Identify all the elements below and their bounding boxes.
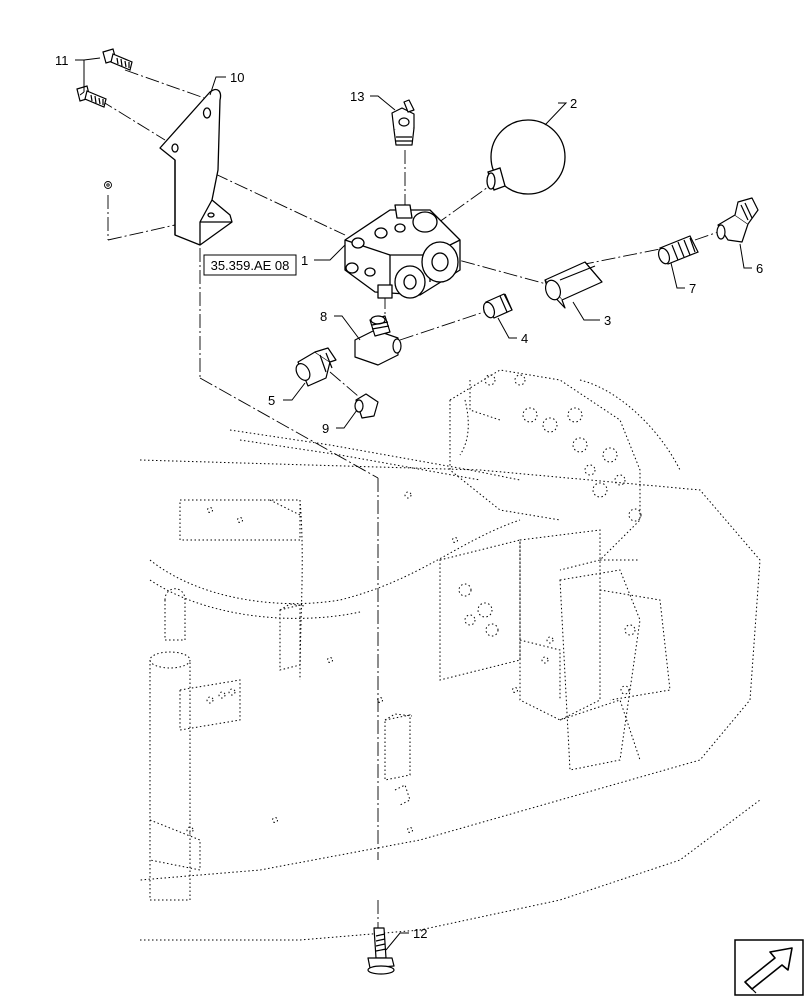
callout-3: 3 <box>604 313 611 328</box>
elbow-fitting-left <box>295 347 337 387</box>
cross-reference-label: 35.359.AE 08 <box>211 258 290 273</box>
page-turn-arrow-icon[interactable] <box>734 939 804 996</box>
machine-frame-phantom <box>139 369 761 941</box>
callout-9: 9 <box>322 421 329 436</box>
elbow-fitting-right <box>716 197 759 243</box>
callout-labels: 1 2 3 4 5 6 7 8 9 10 11 12 13 <box>55 53 763 941</box>
callout-11: 11 <box>55 53 69 68</box>
callout-6: 6 <box>756 261 763 276</box>
callout-10: 10 <box>230 70 244 85</box>
tee-fitting <box>354 315 402 366</box>
elbow-fitting-top <box>391 99 415 146</box>
callout-13: 13 <box>350 89 364 104</box>
cap-plug <box>354 393 379 419</box>
washer-small <box>104 181 112 189</box>
callout-1: 1 <box>301 253 308 268</box>
hex-adapter-tube <box>544 261 603 309</box>
cross-reference-box[interactable]: 35.359.AE 08 <box>203 254 297 276</box>
callout-2: 2 <box>570 96 577 111</box>
callout-8: 8 <box>320 309 327 324</box>
bolt-lower <box>76 85 107 108</box>
callout-leaders <box>75 57 752 951</box>
mounting-bracket <box>159 88 233 246</box>
threaded-nipple <box>657 235 699 265</box>
bolt-bottom <box>367 927 395 975</box>
callout-7: 7 <box>689 281 696 296</box>
callout-5: 5 <box>268 393 275 408</box>
callout-4: 4 <box>521 331 528 346</box>
solenoid-valve-block <box>344 204 461 299</box>
accumulator-sphere <box>486 119 566 195</box>
short-nipple <box>482 293 513 319</box>
bolt-upper <box>102 48 133 71</box>
callout-12: 12 <box>413 926 427 941</box>
